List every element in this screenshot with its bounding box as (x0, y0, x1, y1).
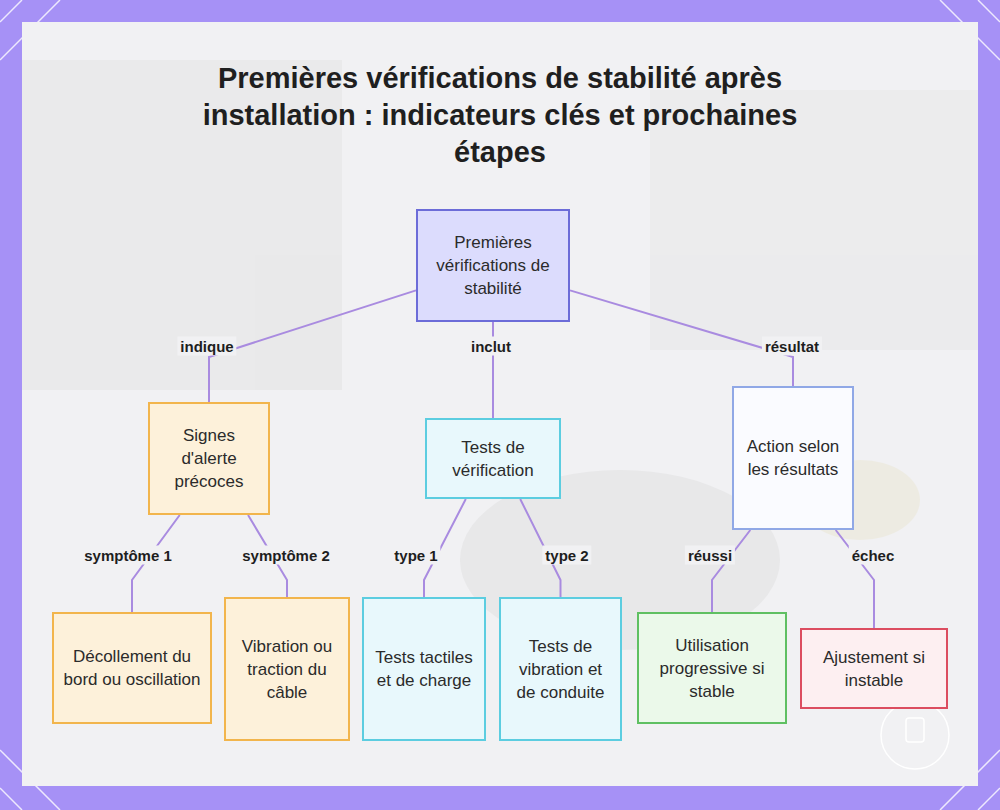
concept-box: Décollement du bord ou oscillation (52, 612, 212, 724)
box-label: Utilisation progressive si stable (639, 634, 785, 703)
box-label: Premières vérifications de stabilité (418, 231, 568, 300)
edge-label: symptôme 1 (81, 546, 175, 565)
edge-label: type 1 (391, 546, 440, 565)
concept-box: Tests de vibration et de conduite (499, 597, 622, 741)
logo-icon (906, 718, 924, 742)
concept-box: Ajustement si instable (800, 628, 948, 709)
edge-label: indique (177, 337, 236, 356)
concept-box: Action selon les résultats (732, 386, 854, 530)
box-label: Décollement du bord ou oscillation (54, 645, 210, 691)
edge-label: inclut (468, 337, 514, 356)
box-label: Vibration ou traction du câble (226, 635, 348, 704)
connector (712, 530, 750, 612)
edge-label: résultat (762, 337, 822, 356)
box-label: Ajustement si instable (802, 646, 946, 692)
box-label: Tests de vibration et de conduite (501, 635, 620, 704)
concept-box: Premières vérifications de stabilité (416, 209, 570, 322)
panel (22, 22, 978, 786)
faded-photo (22, 60, 978, 650)
box-label: Signes d'alerte précoces (150, 424, 268, 493)
concept-box: Tests de vérification (425, 418, 561, 499)
logo-circle (881, 701, 949, 769)
diagram-title: Premières vérifications de stabilité apr… (200, 60, 800, 171)
connector (209, 290, 416, 402)
edge-label: type 2 (542, 546, 591, 565)
edge-label: symptôme 2 (239, 546, 333, 565)
edge-label: échec (849, 546, 898, 565)
concept-box: Utilisation progressive si stable (637, 612, 787, 724)
box-label: Tests tactiles et de charge (364, 646, 484, 692)
edge-label: réussi (685, 546, 735, 565)
concept-box: Signes d'alerte précoces (148, 402, 270, 515)
box-label: Action selon les résultats (734, 435, 852, 481)
concept-box: Tests tactiles et de charge (362, 597, 486, 741)
connector (570, 290, 793, 386)
concept-box: Vibration ou traction du câble (224, 597, 350, 741)
box-label: Tests de vérification (427, 436, 559, 482)
